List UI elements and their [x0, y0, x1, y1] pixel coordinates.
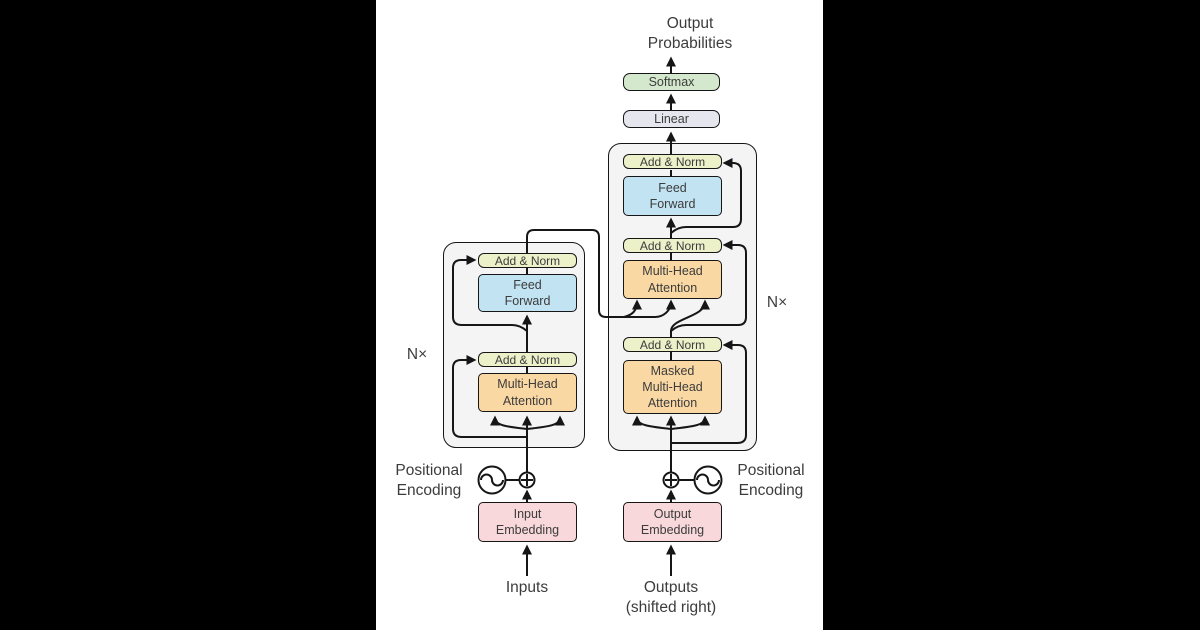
arrow-into-masked-mha-left — [632, 415, 672, 430]
encoder-output-to-cross-attention — [526, 229, 676, 318]
decoder-add-norm-top-box: Add & Norm — [623, 154, 722, 169]
decoder-add-norm-mid-box: Add & Norm — [623, 238, 722, 253]
residual-bypass-bottom — [671, 340, 747, 444]
output-embedding-box: Output Embedding — [623, 502, 722, 542]
arrow-into-mha-left — [490, 415, 528, 430]
add-norm-label: Add & Norm — [639, 238, 706, 253]
encoder-add-norm-top-box: Add & Norm — [478, 253, 577, 268]
output-embedding-label: Output — [653, 506, 692, 521]
output-probabilities-label: Output Probabilities — [620, 14, 760, 54]
positional-encoding-line: Encoding — [396, 482, 462, 499]
input-embedding-box: Input Embedding — [478, 502, 577, 542]
outputs-line: Outputs — [643, 579, 699, 596]
encoder-flow — [452, 255, 565, 576]
softmax-label: Softmax — [648, 74, 695, 89]
output-embedding-label: Embedding — [640, 523, 705, 537]
sine-wave-glyph — [696, 473, 720, 487]
output-probabilities-line: Output — [666, 15, 714, 32]
feed-forward-label: Forward — [649, 197, 696, 211]
multi-head-attention-label: Multi-Head — [642, 264, 703, 279]
residual-bypass-mid — [670, 240, 747, 332]
plus-glyph — [665, 474, 677, 486]
add-norm-label: Add & Norm — [639, 154, 706, 169]
positional-encoding-right — [662, 465, 723, 495]
inputs-text: Inputs — [505, 579, 549, 596]
multi-head-attention-label: Multi-Head — [497, 377, 558, 392]
feed-forward-label: Forward — [504, 294, 551, 308]
feed-forward-label: Feed — [513, 277, 542, 292]
softmax-box: Softmax — [623, 73, 720, 91]
decoder-feed-forward-box: Feed Forward — [623, 176, 722, 216]
inputs-label: Inputs — [487, 578, 567, 598]
multi-head-attention-label: Attention — [502, 393, 553, 408]
residual-bypass-top — [452, 255, 528, 332]
input-embedding-label: Embedding — [495, 523, 560, 537]
linear-box: Linear — [623, 110, 720, 128]
positional-encoding-line: Encoding — [738, 482, 804, 499]
residual-bypass-bottom — [452, 355, 527, 438]
input-embedding-label: Input — [513, 506, 542, 521]
positional-encoding-line: Positional — [395, 462, 463, 479]
positional-encoding-right-label: Positional Encoding — [729, 461, 813, 501]
positional-encoding-left — [477, 465, 536, 495]
add-norm-label: Add & Norm — [494, 352, 561, 367]
output-probabilities-line: Probabilities — [647, 35, 733, 52]
encoder-output-branch — [623, 299, 642, 318]
sine-wave-glyph — [480, 473, 504, 487]
arrow-into-masked-mha-right — [670, 415, 710, 430]
add-norm-label: Add & Norm — [639, 337, 706, 352]
masked-mha-label: Masked — [650, 363, 695, 378]
encoder-feed-forward-box: Feed Forward — [478, 274, 577, 312]
masked-mha-label: Multi-Head — [642, 379, 703, 394]
arrow-query-into-cross-attention — [670, 299, 710, 332]
feed-forward-label: Feed — [658, 180, 687, 195]
positional-encoding-line: Positional — [737, 462, 805, 479]
positional-encoding-left-label: Positional Encoding — [387, 461, 471, 501]
encoder-decoder-link — [526, 229, 676, 318]
outputs-line: (shifted right) — [625, 599, 717, 616]
masked-multi-head-attention-box: Masked Multi-Head Attention — [623, 360, 722, 414]
letterbox-right — [823, 0, 1200, 630]
encoder-multi-head-attention-box: Multi-Head Attention — [478, 373, 577, 412]
encoder-n-times-label: N× — [400, 345, 434, 365]
masked-mha-label: Attention — [647, 396, 698, 411]
add-norm-label: Add & Norm — [494, 253, 561, 268]
plus-glyph — [521, 474, 533, 486]
residual-bypass-top — [670, 158, 742, 234]
n-times-text: N× — [406, 346, 428, 363]
decoder-multi-head-attention-box: Multi-Head Attention — [623, 260, 722, 299]
arrow-into-mha-right — [526, 415, 565, 430]
n-times-text: N× — [766, 294, 788, 311]
outputs-label: Outputs (shifted right) — [601, 578, 741, 618]
multi-head-attention-label: Attention — [647, 280, 698, 295]
decoder-add-norm-bottom-box: Add & Norm — [623, 337, 722, 352]
decoder-n-times-label: N× — [760, 293, 794, 313]
decoder-flow — [632, 56, 747, 576]
encoder-add-norm-bottom-box: Add & Norm — [478, 352, 577, 367]
letterbox-left — [0, 0, 376, 630]
linear-label: Linear — [654, 111, 689, 126]
